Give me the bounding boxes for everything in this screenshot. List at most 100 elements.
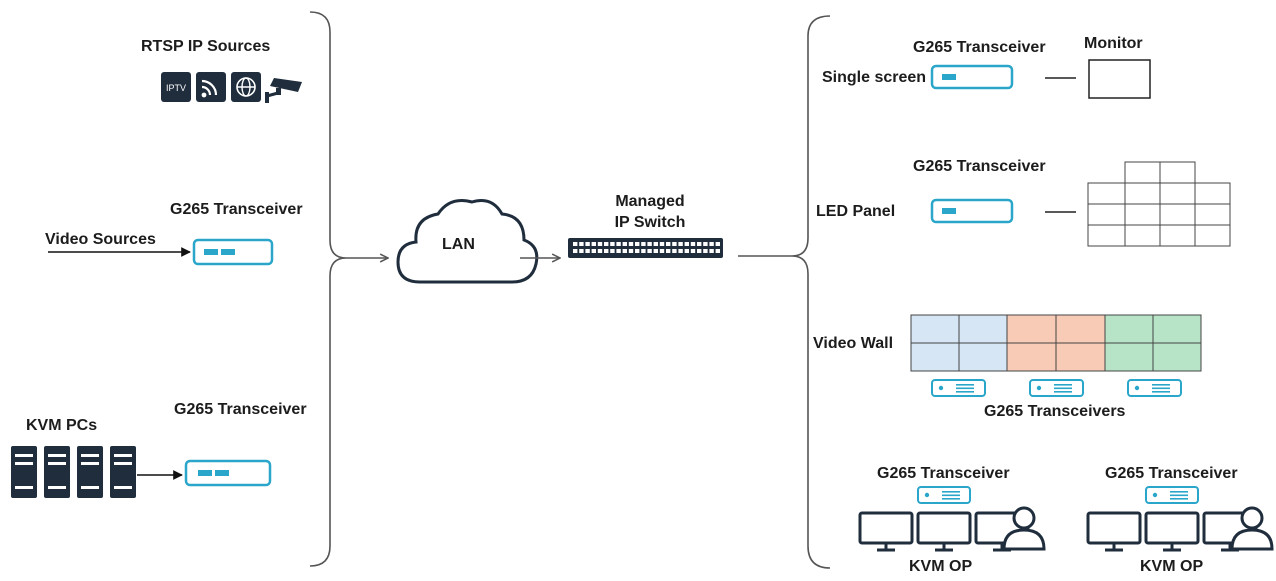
switch-port [641,242,646,246]
g265-transceiver-wall-2 [1029,379,1084,397]
switch-port [659,242,665,246]
operator-body [1002,528,1046,551]
switch-port [690,249,696,253]
kvm-op-workstation-1 [858,506,1046,552]
kvm-transceiver-label: G265 Transceiver [174,401,307,418]
globe-icon [231,72,261,102]
cctv-camera-icon [265,78,302,103]
rtsp-ip-sources-label: RTSP IP Sources [141,38,271,55]
switch-port [610,249,615,253]
switch-port [573,242,578,246]
managed-ip-switch [568,238,723,258]
switch-port [622,242,627,246]
switch-port [684,249,689,253]
switch-port [690,242,696,246]
pc-tower-4 [110,446,136,498]
switch-label-line1: Managed [615,193,685,210]
switch-port [678,242,683,246]
switch-port [672,249,677,253]
single-screen-label: Single screen [822,69,927,86]
pc-tower-3 [77,446,103,498]
switch-port [616,249,621,253]
led-transceiver-label: G265 Transceiver [913,158,1046,175]
switch-port [616,242,621,246]
switch-port [579,249,584,253]
switch-port [597,249,603,253]
switch-port [585,249,590,253]
switch-port [647,249,652,253]
switch-port [591,249,596,253]
switch-port [653,249,658,253]
g265-transceiver-wall-1 [931,379,986,397]
lan-label: LAN [442,236,475,253]
switch-port [591,242,596,246]
monitor-label: Monitor [1084,35,1143,52]
g265-transceiver-video [192,238,274,266]
operator-head [1240,506,1264,530]
switch-port [647,242,652,246]
switch-port [678,249,683,253]
g265-transceiver-kvmop-1 [917,486,971,504]
kvmop-2-transceiver-label: G265 Transceiver [1105,465,1238,482]
switch-port [635,242,640,246]
monitor-screen [1088,59,1151,99]
switch-port [597,242,603,246]
switch-port [653,242,658,246]
video-wall-zone-2 [1006,314,1106,372]
switch-port [628,249,634,253]
kvmop-2-label: KVM OP [1140,558,1204,575]
switch-port [666,242,671,246]
g265-transceiver-kvmop-2 [1145,486,1199,504]
video-wall-label: Video Wall [813,335,894,352]
single-transceiver-label: G265 Transceiver [913,39,1046,56]
switch-port [622,249,627,253]
switch-port [610,242,615,246]
g265-transceiver-wall-3 [1127,379,1182,397]
operator-body [1230,528,1274,551]
switch-label-line2: IP Switch [614,214,686,231]
switch-port [635,249,640,253]
kvmop-1-transceiver-label: G265 Transceiver [877,465,1010,482]
g265-transceiver-led [930,198,1014,224]
switch-port [585,242,590,246]
iptv-icon: IPTV [161,72,191,102]
led-panel-grid [1087,161,1231,247]
switch-port [715,249,720,253]
kvm-pc-towers [11,446,136,498]
switch-port [604,242,609,246]
led-panel-label: LED Panel [816,203,896,220]
switch-port [659,249,665,253]
right-brace [791,15,831,569]
switch-port [666,249,671,253]
switch-port [703,242,708,246]
video-sources-label: Video Sources [45,231,156,248]
video-wall [910,314,1202,372]
video-wall-zone-1 [910,314,1008,372]
switch-port [604,249,609,253]
switch-port [703,249,708,253]
wall-transceivers-label: G265 Transceivers [984,403,1126,420]
switch-port [672,242,677,246]
kvmop-1-label: KVM OP [909,558,973,575]
switch-port [709,249,714,253]
rss-feed-icon [196,72,226,102]
pc-tower-2 [44,446,70,498]
switch-port [684,242,689,246]
switch-port [641,249,646,253]
left-brace [309,11,347,567]
g265-transceiver-single [930,64,1014,90]
kvm-op-workstation-2 [1086,506,1274,552]
g265-transceiver-kvm [184,459,272,487]
switch-port [697,249,702,253]
switch-port [628,242,634,246]
pc-tower-1 [11,446,37,498]
switch-port [573,249,578,253]
video-transceiver-label: G265 Transceiver [170,201,303,218]
kvm-pcs-label: KVM PCs [26,417,98,434]
switch-port [579,242,584,246]
operator-head [1012,506,1036,530]
switch-port [709,242,714,246]
iptv-badge-text: IPTV [166,83,186,93]
switch-port [697,242,702,246]
